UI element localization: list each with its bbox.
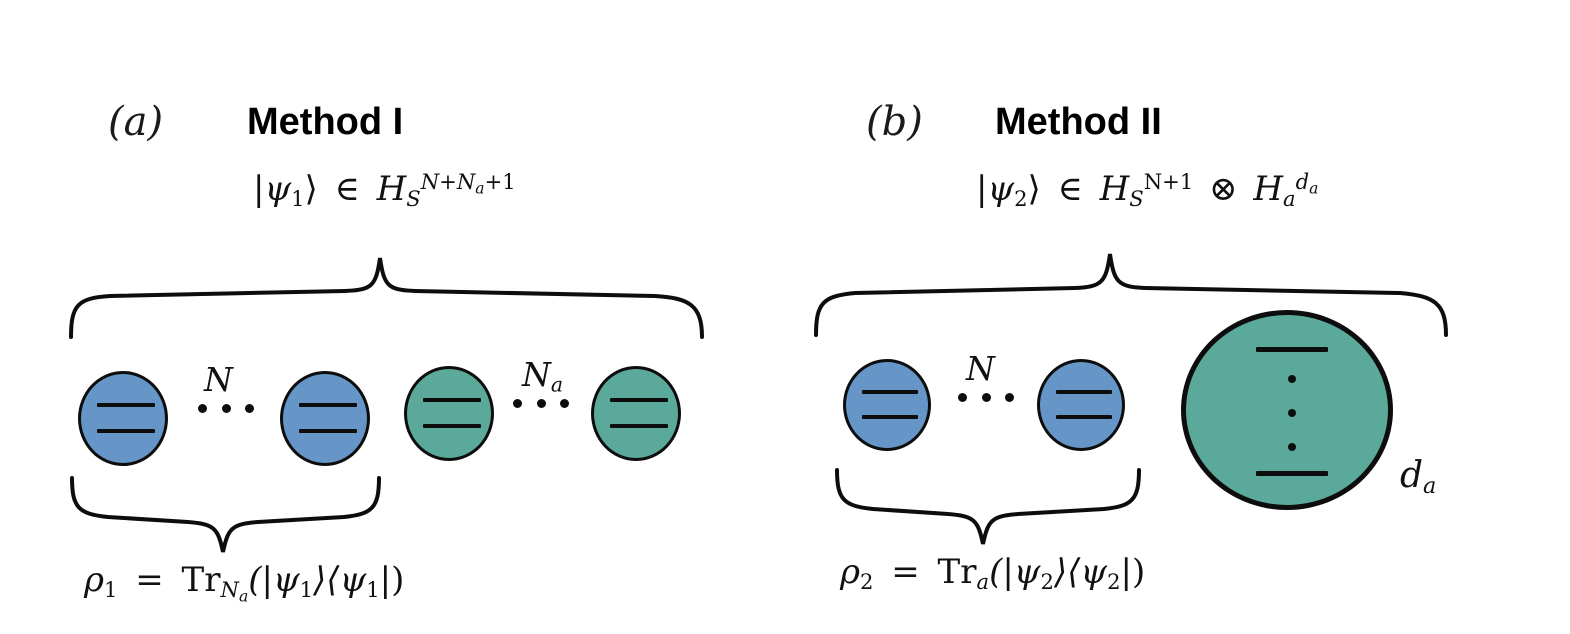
rho-a-arg1: 1	[299, 576, 314, 602]
panel-b-letter: (b)	[866, 99, 923, 145]
rho-b-index: 2	[860, 568, 874, 594]
hilbert-b-system-sup: N+1	[1143, 169, 1194, 195]
ket-psi-b: |ψ	[976, 169, 1015, 209]
system-qubit-1	[78, 371, 168, 466]
panel-a-rho-label: ρ1 = TrNa(|ψ1⟩⟨ψ1|)	[84, 560, 405, 604]
panel-a-letter: (a)	[108, 99, 164, 145]
hilbert-space-a: H	[376, 169, 407, 209]
panel-b-state-label: |ψ2⟩ ∈ HSN+1 ⊗ Hada	[976, 169, 1319, 209]
rho-a-symbol: ρ	[84, 560, 104, 600]
ancilla-qubit-2	[591, 366, 681, 461]
ket-close-b: ⟩	[1027, 169, 1041, 209]
rho-a-trace-sub-main: N	[220, 576, 239, 602]
hilbert-space-b-system: H	[1099, 169, 1130, 209]
ket-close-a: ⟩	[304, 169, 318, 209]
rho-a-arg2: 1	[366, 576, 380, 602]
panel-a-system-ellipsis	[198, 403, 254, 413]
energy-level-upper	[862, 390, 918, 394]
panel-method-two: (b) Method II |ψ2⟩ ∈ HSN+1 ⊗ Hada N	[780, 0, 1570, 634]
energy-level-upper	[1056, 390, 1112, 394]
energy-level-lower	[1056, 415, 1112, 419]
hilbert-a-sup-sub: a	[475, 179, 485, 198]
ket-psi-a: |ψ	[253, 169, 292, 209]
rho-a-trace-op: Tr	[181, 560, 221, 600]
ancilla-dimension-label: da	[1400, 455, 1436, 498]
ancilla-qudit	[1181, 310, 1393, 510]
rho-a-index: 1	[104, 576, 118, 602]
energy-level-lower	[423, 424, 481, 428]
panel-method-one: (a) Method I |ψ1⟩ ∈ HSN+Na+1 N	[69, 99, 704, 604]
panel-b-system-ellipsis	[958, 392, 1014, 402]
rho-a-mid: ⟩⟨ψ	[313, 560, 367, 600]
system-count-n: N	[204, 360, 233, 399]
qudit-bottom-level	[1256, 471, 1328, 476]
hilbert-b-ancilla-sub: a	[1283, 185, 1296, 211]
rho-a-trace-sub: Na	[220, 576, 249, 606]
hilbert-b-ancilla-sup-sub: a	[1309, 179, 1319, 198]
panel-b-rho-label: ρ2 = Tra(|ψ2⟩⟨ψ2|)	[840, 552, 1146, 592]
energy-level-lower	[299, 429, 357, 433]
rho-a-equals: =	[135, 560, 164, 600]
panel-b-title: Method II	[995, 101, 1162, 143]
rho-b-trace-op: Tr	[937, 552, 977, 592]
hilbert-space-a-sub: S	[406, 185, 421, 211]
energy-level-upper	[423, 398, 481, 402]
rho-b-close: |)	[1120, 552, 1146, 592]
panel-a-bottom-brace	[70, 476, 381, 553]
energy-level-upper	[97, 403, 155, 407]
qudit-dot-3	[1288, 443, 1296, 451]
energy-level-upper	[299, 403, 357, 407]
tensor-product-symbol: ⊗	[1209, 169, 1238, 209]
rho-b-mid: ⟩⟨ψ	[1053, 552, 1108, 592]
rho-b-equals: =	[891, 552, 920, 592]
rho-b-symbol: ρ	[840, 552, 860, 592]
energy-level-lower	[97, 429, 155, 433]
ancilla-count-n: N	[522, 355, 551, 394]
element-of-a: ∈	[334, 169, 360, 209]
system-qubit-2	[280, 371, 370, 466]
hilbert-space-b-ancilla: H	[1253, 169, 1284, 209]
hilbert-b-ancilla-sup-main: d	[1295, 169, 1310, 195]
dimension-sub: a	[1423, 473, 1437, 500]
hilbert-space-a-sup: N+Na+1	[420, 169, 516, 198]
rho-a-open: (|ψ	[248, 560, 300, 600]
system-qubit-2	[1037, 359, 1125, 451]
ancilla-count-sub: a	[550, 372, 564, 397]
hilbert-a-sup-tail: +1	[484, 169, 516, 195]
panel-a-state-label: |ψ1⟩ ∈ HSN+Na+1	[253, 169, 516, 209]
panel-a-title: Method I	[247, 101, 404, 143]
system-qubit-1	[843, 359, 931, 451]
panel-a-ancilla-ellipsis	[513, 398, 569, 408]
system-count-n: N	[966, 349, 995, 388]
panel-b-top-brace	[814, 253, 1448, 337]
hilbert-b-ancilla-sup: da	[1295, 169, 1319, 198]
hilbert-b-system-sub: S	[1129, 185, 1144, 211]
panel-b-bottom-brace	[835, 468, 1141, 545]
element-of-b: ∈	[1057, 169, 1083, 209]
rho-b-arg2: 2	[1107, 568, 1121, 594]
qudit-top-level	[1256, 347, 1328, 352]
energy-level-lower	[610, 424, 668, 428]
ancilla-qubit-1	[404, 366, 494, 461]
hilbert-a-sup-main: N+N	[420, 169, 476, 195]
dimension-d: d	[1400, 455, 1424, 496]
energy-level-upper	[610, 398, 668, 402]
qudit-dot-1	[1288, 375, 1296, 383]
energy-level-lower	[862, 415, 918, 419]
rho-b-trace-sub: a	[976, 568, 990, 594]
panel-b-system-count-label: N	[966, 352, 995, 385]
ket-psi-b-index: 2	[1014, 185, 1028, 211]
ket-psi-a-index: 1	[291, 185, 305, 211]
rho-a-trace-sub-sub: a	[238, 587, 249, 606]
rho-b-arg1: 2	[1040, 568, 1054, 594]
rho-a-close: |)	[379, 560, 405, 600]
qudit-dot-2	[1288, 409, 1296, 417]
rho-b-open: (|ψ	[989, 552, 1041, 592]
panel-a-top-brace	[69, 257, 704, 339]
panel-a-ancilla-count-label: Na	[522, 355, 563, 395]
panel-a-system-count-label: N	[204, 363, 233, 396]
